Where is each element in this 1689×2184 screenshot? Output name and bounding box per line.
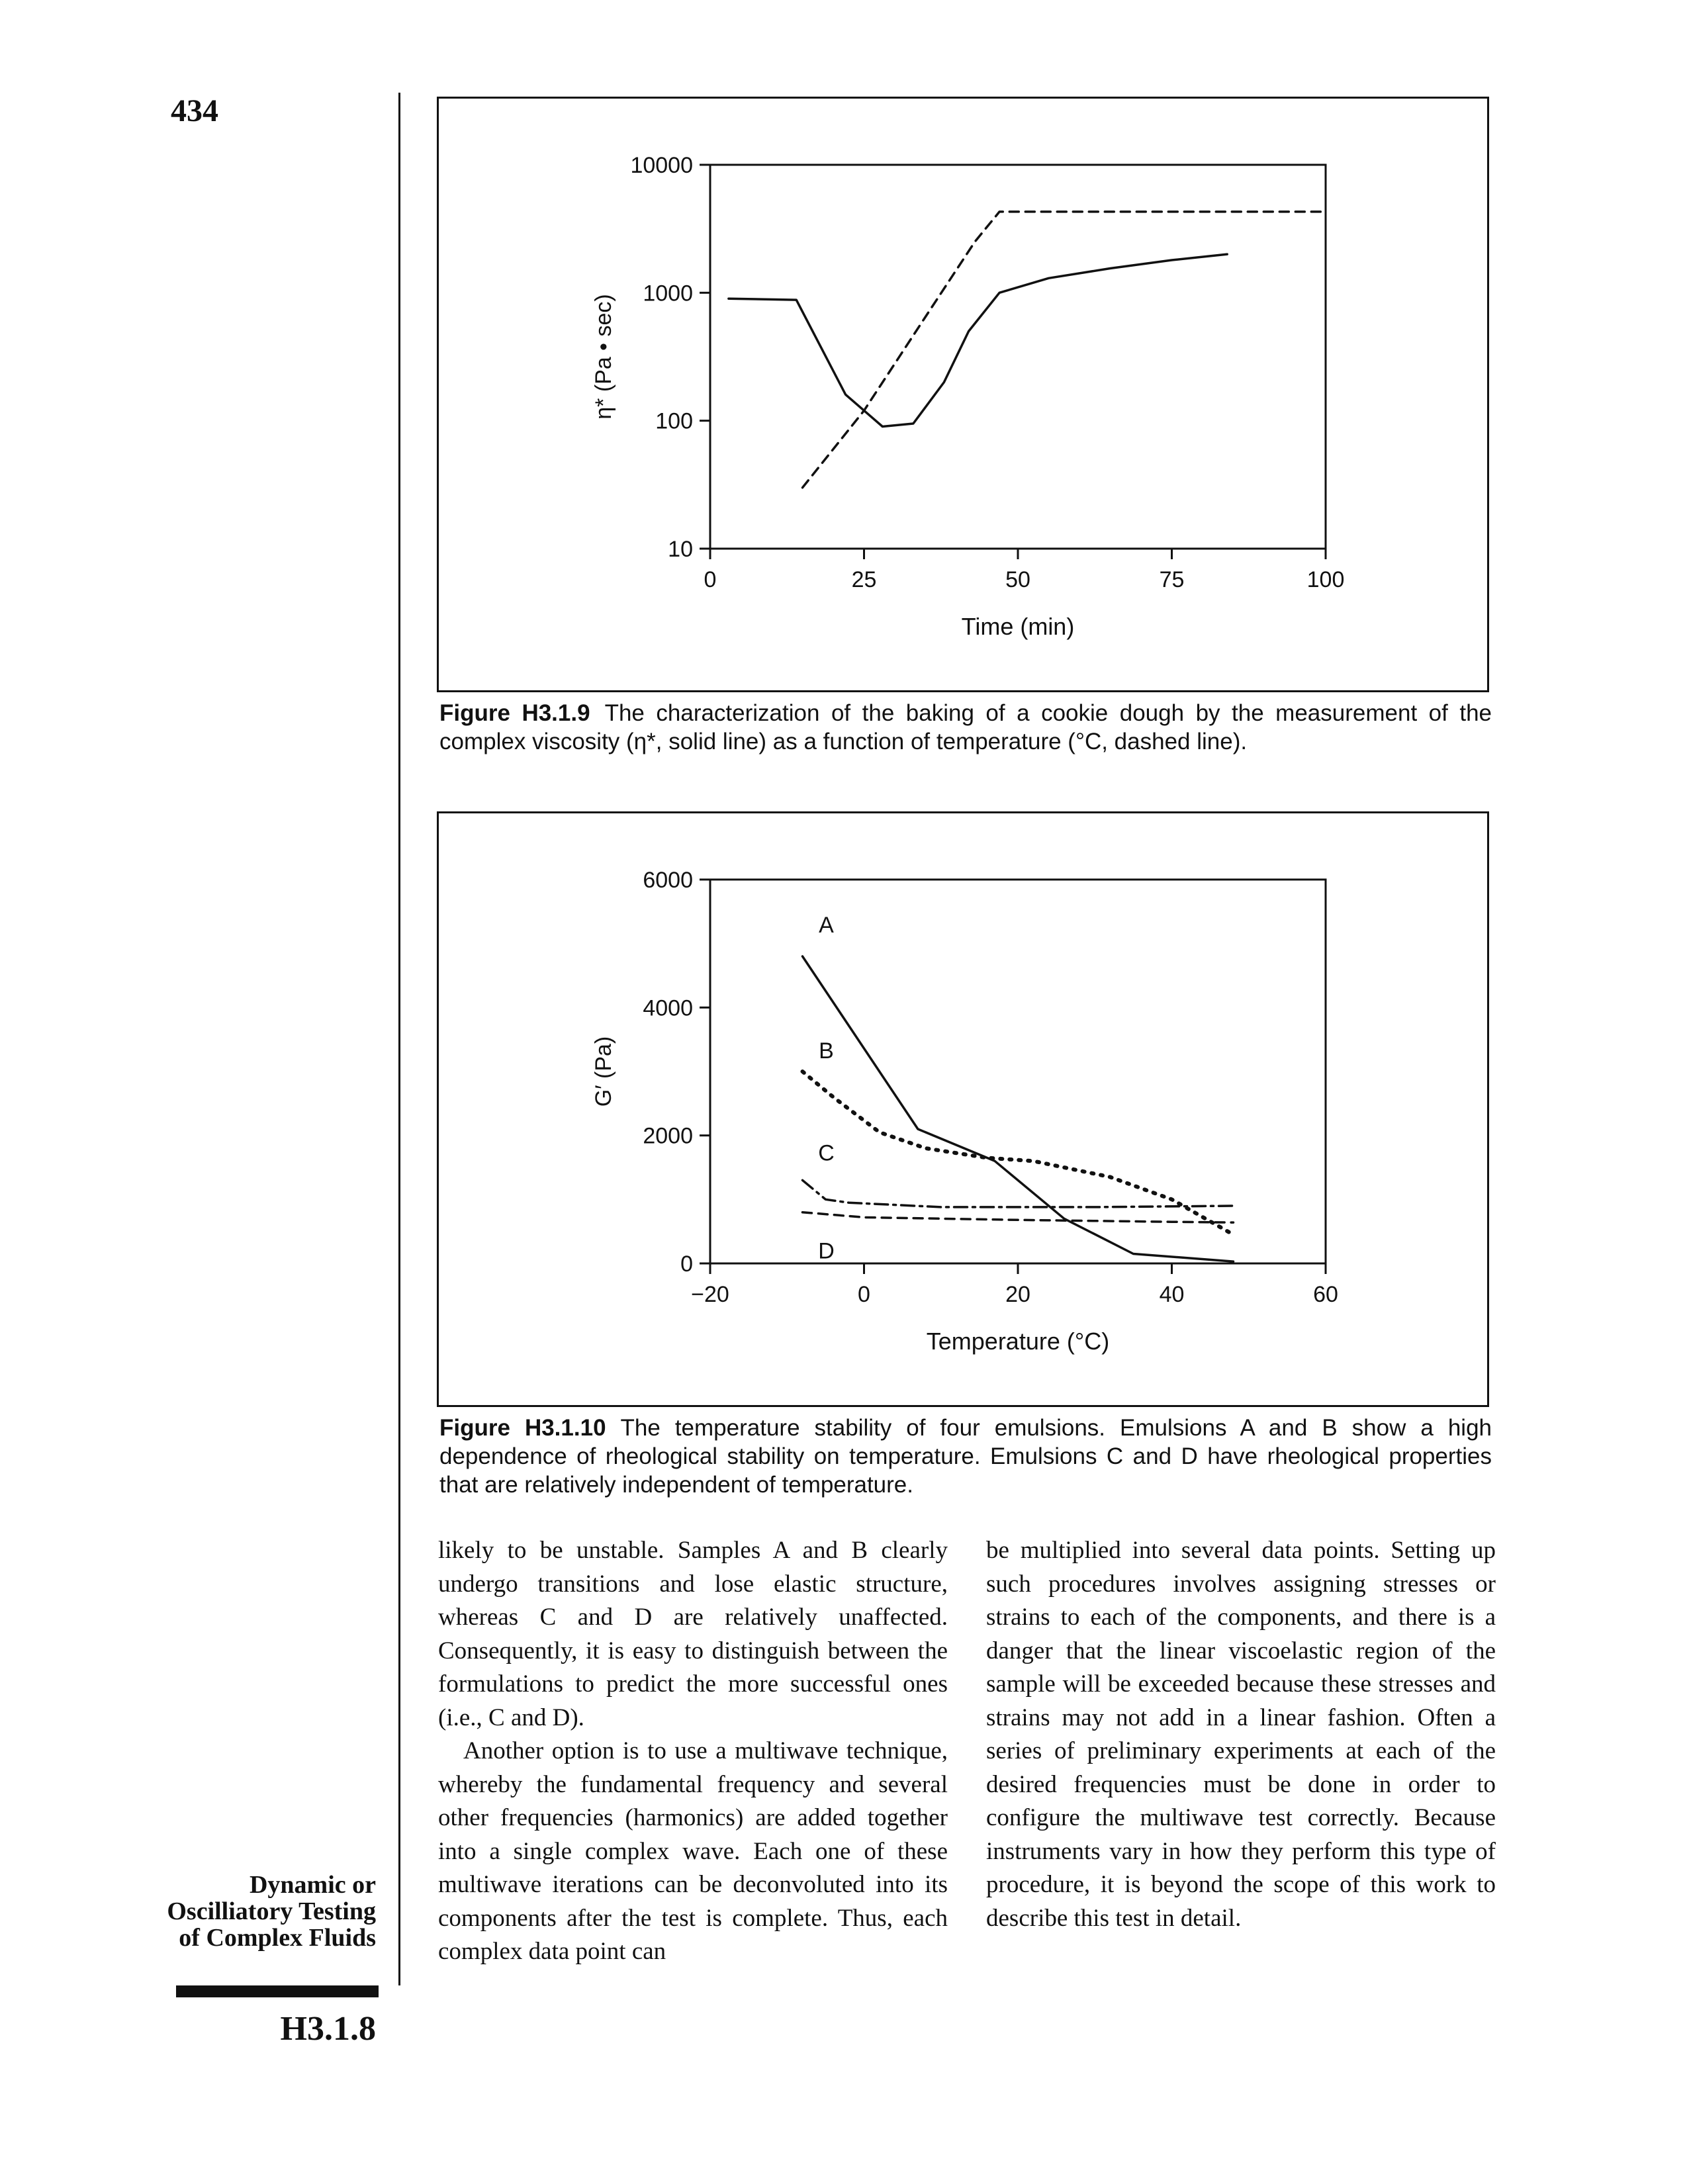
f2-x-tick-label: 0 <box>858 1282 870 1307</box>
f1-series-1-line <box>727 253 1228 428</box>
paragraph: likely to be unstable. Samples A and B c… <box>438 1537 948 1731</box>
f2-x-tick-label: 60 <box>1313 1282 1338 1307</box>
body-column-left: likely to be unstable. Samples A and B c… <box>438 1534 948 1969</box>
f2-y-tick-label: 4000 <box>643 995 693 1021</box>
unit-number: H3.1.8 <box>280 2010 376 2048</box>
f1-series-2-line <box>801 210 1327 489</box>
body-column-right: be multiplied into several data points. … <box>986 1534 1496 1935</box>
f1-x-tick-label: 75 <box>1160 567 1185 592</box>
section-bar <box>176 1985 379 1997</box>
margin-rule <box>398 93 400 1985</box>
series-b-line <box>800 1069 1236 1237</box>
f1-x-tick-label: 25 <box>852 567 877 592</box>
series-a-line <box>801 955 1235 1263</box>
f2-x-tick-label: 20 <box>1005 1282 1030 1307</box>
x-axis-label: Temperature (°C) <box>927 1328 1109 1355</box>
f2-x-tick-label: −20 <box>691 1282 729 1307</box>
f2-y-tick-label: 6000 <box>643 868 693 893</box>
f2-y-tick-label: 2000 <box>643 1124 693 1149</box>
f1-y-tick-label: 10000 <box>630 153 693 178</box>
y-axis-label: η* (Pa • sec) <box>591 294 616 420</box>
series-lines <box>727 210 1327 489</box>
y-ticks: 0 2000 4000 6000 <box>643 868 710 1277</box>
x-ticks: 0 25 50 75 100 <box>704 549 1345 592</box>
figure-2-frame: 0 2000 4000 6000 −20 0 20 40 60 A B C D G′ (Pa) Te… <box>437 811 1489 1407</box>
plot-area <box>709 163 1327 550</box>
series-c-label: C <box>818 1140 835 1165</box>
series-lines <box>800 955 1236 1263</box>
f1-x-tick-label: 100 <box>1307 567 1345 592</box>
figure-1-label: Figure H3.1.9 <box>439 700 590 726</box>
series-a-label: A <box>819 913 834 938</box>
f1-x-tick-label: 50 <box>1005 567 1030 592</box>
paragraph: be multiplied into several data points. … <box>986 1537 1496 1932</box>
f1-x-tick-label: 0 <box>704 567 717 592</box>
figure-2-label: Figure H3.1.10 <box>439 1415 606 1441</box>
x-axis-label: Time (min) <box>962 613 1075 640</box>
figure-2-caption-text: The temperature stability of four emulsi… <box>439 1415 1492 1498</box>
series-d-line <box>801 1210 1235 1224</box>
section-title: Dynamic or Oscilliatory Testing of Compl… <box>167 1871 376 1952</box>
f1-y-tick-label: 10 <box>668 537 693 562</box>
series-b-label: B <box>819 1038 834 1064</box>
series-d-label: D <box>818 1239 835 1264</box>
f2-y-tick-label: 0 <box>680 1251 693 1277</box>
series-labels: A B C D <box>818 913 835 1264</box>
x-ticks: −20 0 20 40 60 <box>691 1263 1338 1307</box>
series-c-line <box>801 1179 1235 1208</box>
f1-y-tick-label: 100 <box>655 409 693 434</box>
y-ticks: 10 100 1000 10000 <box>630 153 710 562</box>
figure-1-caption-text: The characterization of the baking of a … <box>439 700 1492 754</box>
f1-y-tick-label: 1000 <box>643 281 693 306</box>
page-number: 434 <box>171 93 218 128</box>
figure-2-chart: 0 2000 4000 6000 −20 0 20 40 60 A B C D G′ (Pa) Te… <box>591 868 1338 1355</box>
y-axis-label: G′ (Pa) <box>591 1036 616 1107</box>
f2-x-tick-label: 40 <box>1160 1282 1185 1307</box>
paragraph: Another option is to use a multiwave tec… <box>438 1737 948 1965</box>
